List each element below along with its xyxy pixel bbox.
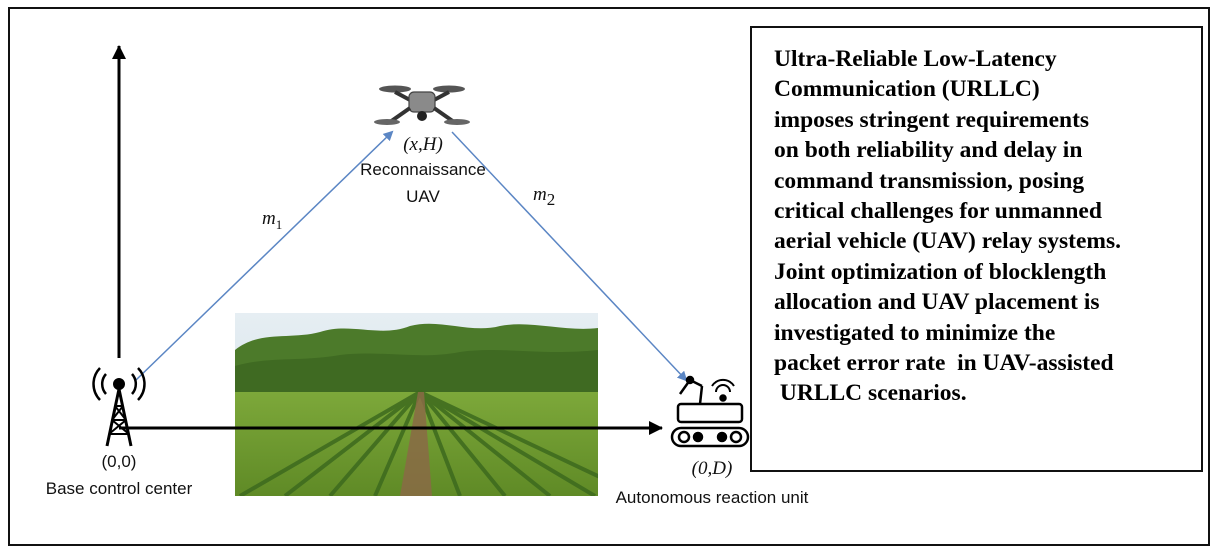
unit-coordinate-label: (0,D) <box>692 458 733 479</box>
base-coordinate-label: (0,0) <box>102 452 137 471</box>
urllc-description-text: Ultra-Reliable Low-Latency Communication… <box>774 46 1121 407</box>
link-m1-line <box>135 130 394 381</box>
uav-name-label-line1: Reconnaissance <box>360 160 486 179</box>
base-name-label: Base control center <box>46 479 193 498</box>
uav-name-label-line2: UAV <box>406 187 440 206</box>
figure-frame <box>8 7 1210 546</box>
drone-icon <box>374 85 470 125</box>
ground-robot-icon <box>670 375 750 448</box>
link-m1-label: m1 <box>262 208 282 232</box>
urllc-description-box: Ultra-Reliable Low-Latency Communication… <box>750 26 1203 472</box>
base-station-tower-icon <box>92 367 146 447</box>
vineyard-photo <box>235 313 598 496</box>
uav-coordinate-label: (x,H) <box>403 134 443 155</box>
link-m2-line <box>451 131 688 382</box>
link-m2-label: m2 <box>533 184 555 209</box>
unit-name-label: Autonomous reaction unit <box>616 488 809 507</box>
